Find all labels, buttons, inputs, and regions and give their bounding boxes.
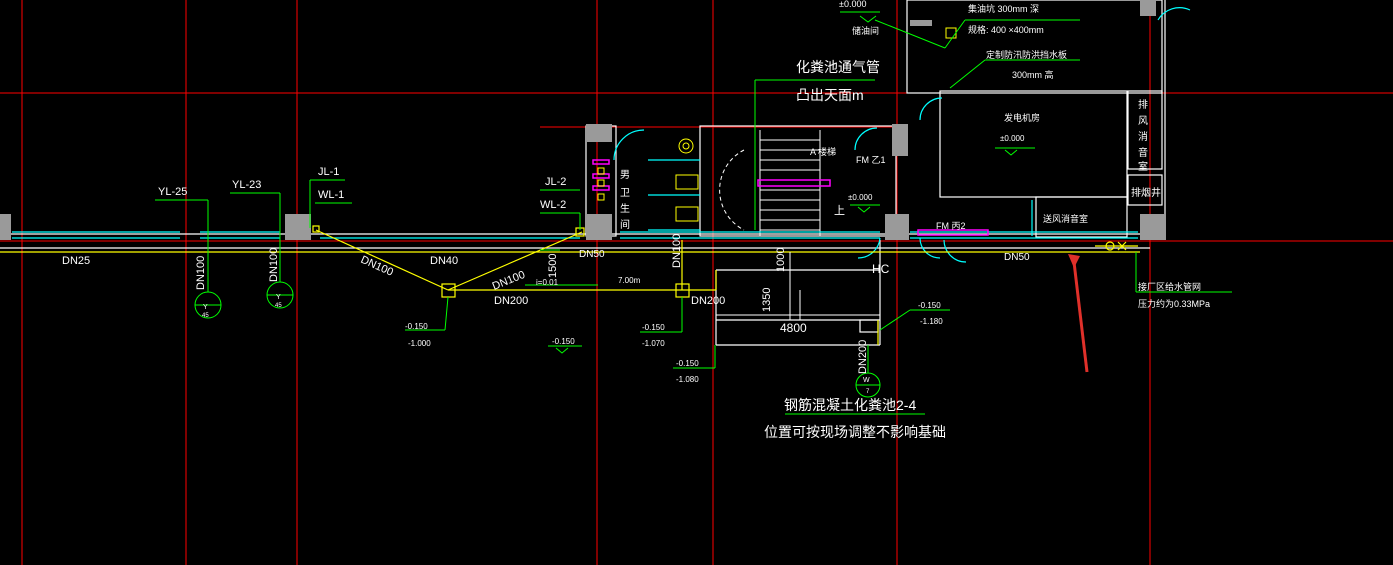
label-septic-1: 钢筋混凝土化粪池2-4 bbox=[784, 397, 916, 413]
label-riser-w: W bbox=[863, 377, 870, 384]
label-yl23: YL-23 bbox=[232, 179, 261, 191]
label-dn50-a: DN50 bbox=[579, 249, 605, 260]
label-jl1: JL-1 bbox=[318, 166, 339, 178]
label-silencer-char-2: 风 bbox=[1138, 115, 1148, 127]
label-silencer-char-1: 排 bbox=[1138, 98, 1148, 111]
label-dn25: DN25 bbox=[62, 255, 90, 267]
label-riser-w-num: 7 bbox=[866, 389, 870, 395]
label-jl2: JL-2 bbox=[545, 176, 566, 188]
label-supply-1: 接厂区给水管网 bbox=[1138, 281, 1201, 292]
drainage-pipes bbox=[0, 225, 1140, 345]
label-riser-y1-num: 45 bbox=[202, 313, 209, 319]
label-elev-d-bot: -1.080 bbox=[676, 375, 699, 384]
label-vent-pipe-2: 凸出天面m bbox=[796, 87, 864, 103]
label-toilet-char-4: 间 bbox=[620, 218, 630, 231]
label-intake-silencer: 送风消音室 bbox=[1043, 213, 1088, 224]
label-level-stair: ±0.000 bbox=[848, 193, 873, 202]
label-silencer-char-4: 音 bbox=[1138, 146, 1148, 159]
label-up: 上 bbox=[834, 204, 845, 217]
label-yl25: YL-25 bbox=[158, 186, 187, 198]
structural-columns bbox=[0, 0, 1164, 240]
label-dn200-a: DN200 bbox=[494, 295, 528, 307]
label-level-generator: ±0.000 bbox=[1000, 134, 1025, 143]
label-door-sill-height: 300mm 高 bbox=[1012, 69, 1054, 80]
label-oil-pit: 集油坑 300mm 深 bbox=[968, 3, 1039, 14]
label-dn50-b: DN50 bbox=[1004, 252, 1030, 263]
label-wl1: WL-1 bbox=[318, 189, 344, 201]
label-elev-c-top: -0.150 bbox=[642, 323, 665, 332]
label-dn100-c: DN100 bbox=[195, 256, 207, 290]
label-fm-b: FM 乙1 bbox=[856, 155, 886, 165]
label-elev-d-top: -0.150 bbox=[676, 359, 699, 368]
building-walls bbox=[0, 0, 1166, 346]
leaders bbox=[155, 11, 1232, 415]
stair-landing-rail bbox=[757, 179, 831, 187]
label-dim-1000: 1000 bbox=[775, 248, 787, 272]
label-supply-2: 压力约为0.33MPa bbox=[1138, 298, 1210, 309]
label-dim-4800: 4800 bbox=[780, 321, 807, 335]
label-elev-b: -0.150 bbox=[552, 337, 575, 346]
label-dn100-d: DN100 bbox=[268, 248, 280, 282]
label-oil-spec: 规格: 400 ×400mm bbox=[968, 24, 1044, 35]
label-elev-c-bot: -1.070 bbox=[642, 339, 665, 348]
label-dn200-b: DN200 bbox=[691, 295, 725, 307]
label-dim-1350: 1350 bbox=[761, 288, 773, 312]
label-vent-pipe-1: 化粪池通气管 bbox=[796, 59, 880, 75]
label-shaft-text: 排烟井 bbox=[1131, 186, 1161, 199]
vertical-room-labels: 男 卫 生 间 排 风 消 音 室 排烟井 bbox=[620, 98, 1161, 231]
staircase bbox=[719, 130, 821, 236]
label-wl2: WL-2 bbox=[540, 199, 566, 211]
dimension-lines bbox=[716, 252, 880, 320]
label-dn200-c: DN200 bbox=[857, 340, 869, 374]
red-arrow-annotation bbox=[1068, 254, 1089, 373]
label-silencer-char-3: 消 bbox=[1138, 130, 1148, 143]
label-toilet-char-3: 生 bbox=[620, 202, 630, 215]
label-elev-a-top: -0.150 bbox=[405, 322, 428, 331]
label-riser-y2-num: 45 bbox=[275, 303, 282, 309]
label-length: 7.00m bbox=[618, 276, 641, 285]
label-elev-e-bot: -1.180 bbox=[920, 317, 943, 326]
label-toilet-char-2: 卫 bbox=[620, 188, 630, 199]
label-septic-2: 位置可按现场调整不影响基础 bbox=[764, 424, 946, 440]
label-hc: HC bbox=[872, 262, 890, 276]
label-dn40: DN40 bbox=[430, 255, 458, 267]
label-riser-y2: Y bbox=[276, 294, 281, 301]
label-dn100-e: DN100 bbox=[671, 234, 683, 268]
label-top-level: ±0.000 bbox=[839, 0, 866, 9]
label-generator-room: 发电机房 bbox=[1004, 112, 1040, 123]
label-oil-room: 储油间 bbox=[852, 25, 879, 36]
label-toilet-char-1: 男 bbox=[620, 169, 630, 181]
label-elev-a-bot: -1.000 bbox=[408, 339, 431, 348]
label-silencer-char-5: 室 bbox=[1138, 160, 1148, 173]
label-slope: i=0.01 bbox=[536, 278, 559, 287]
label-dim-1500: 1500 bbox=[547, 254, 559, 278]
label-riser-y1: Y bbox=[203, 304, 208, 311]
label-stair: A 楼梯 bbox=[810, 146, 836, 157]
label-door-sill: 定制防汛防洪挡水板 bbox=[986, 49, 1067, 60]
label-elev-e-top: -0.150 bbox=[918, 301, 941, 310]
label-fm-c: FM 丙2 bbox=[936, 221, 966, 231]
